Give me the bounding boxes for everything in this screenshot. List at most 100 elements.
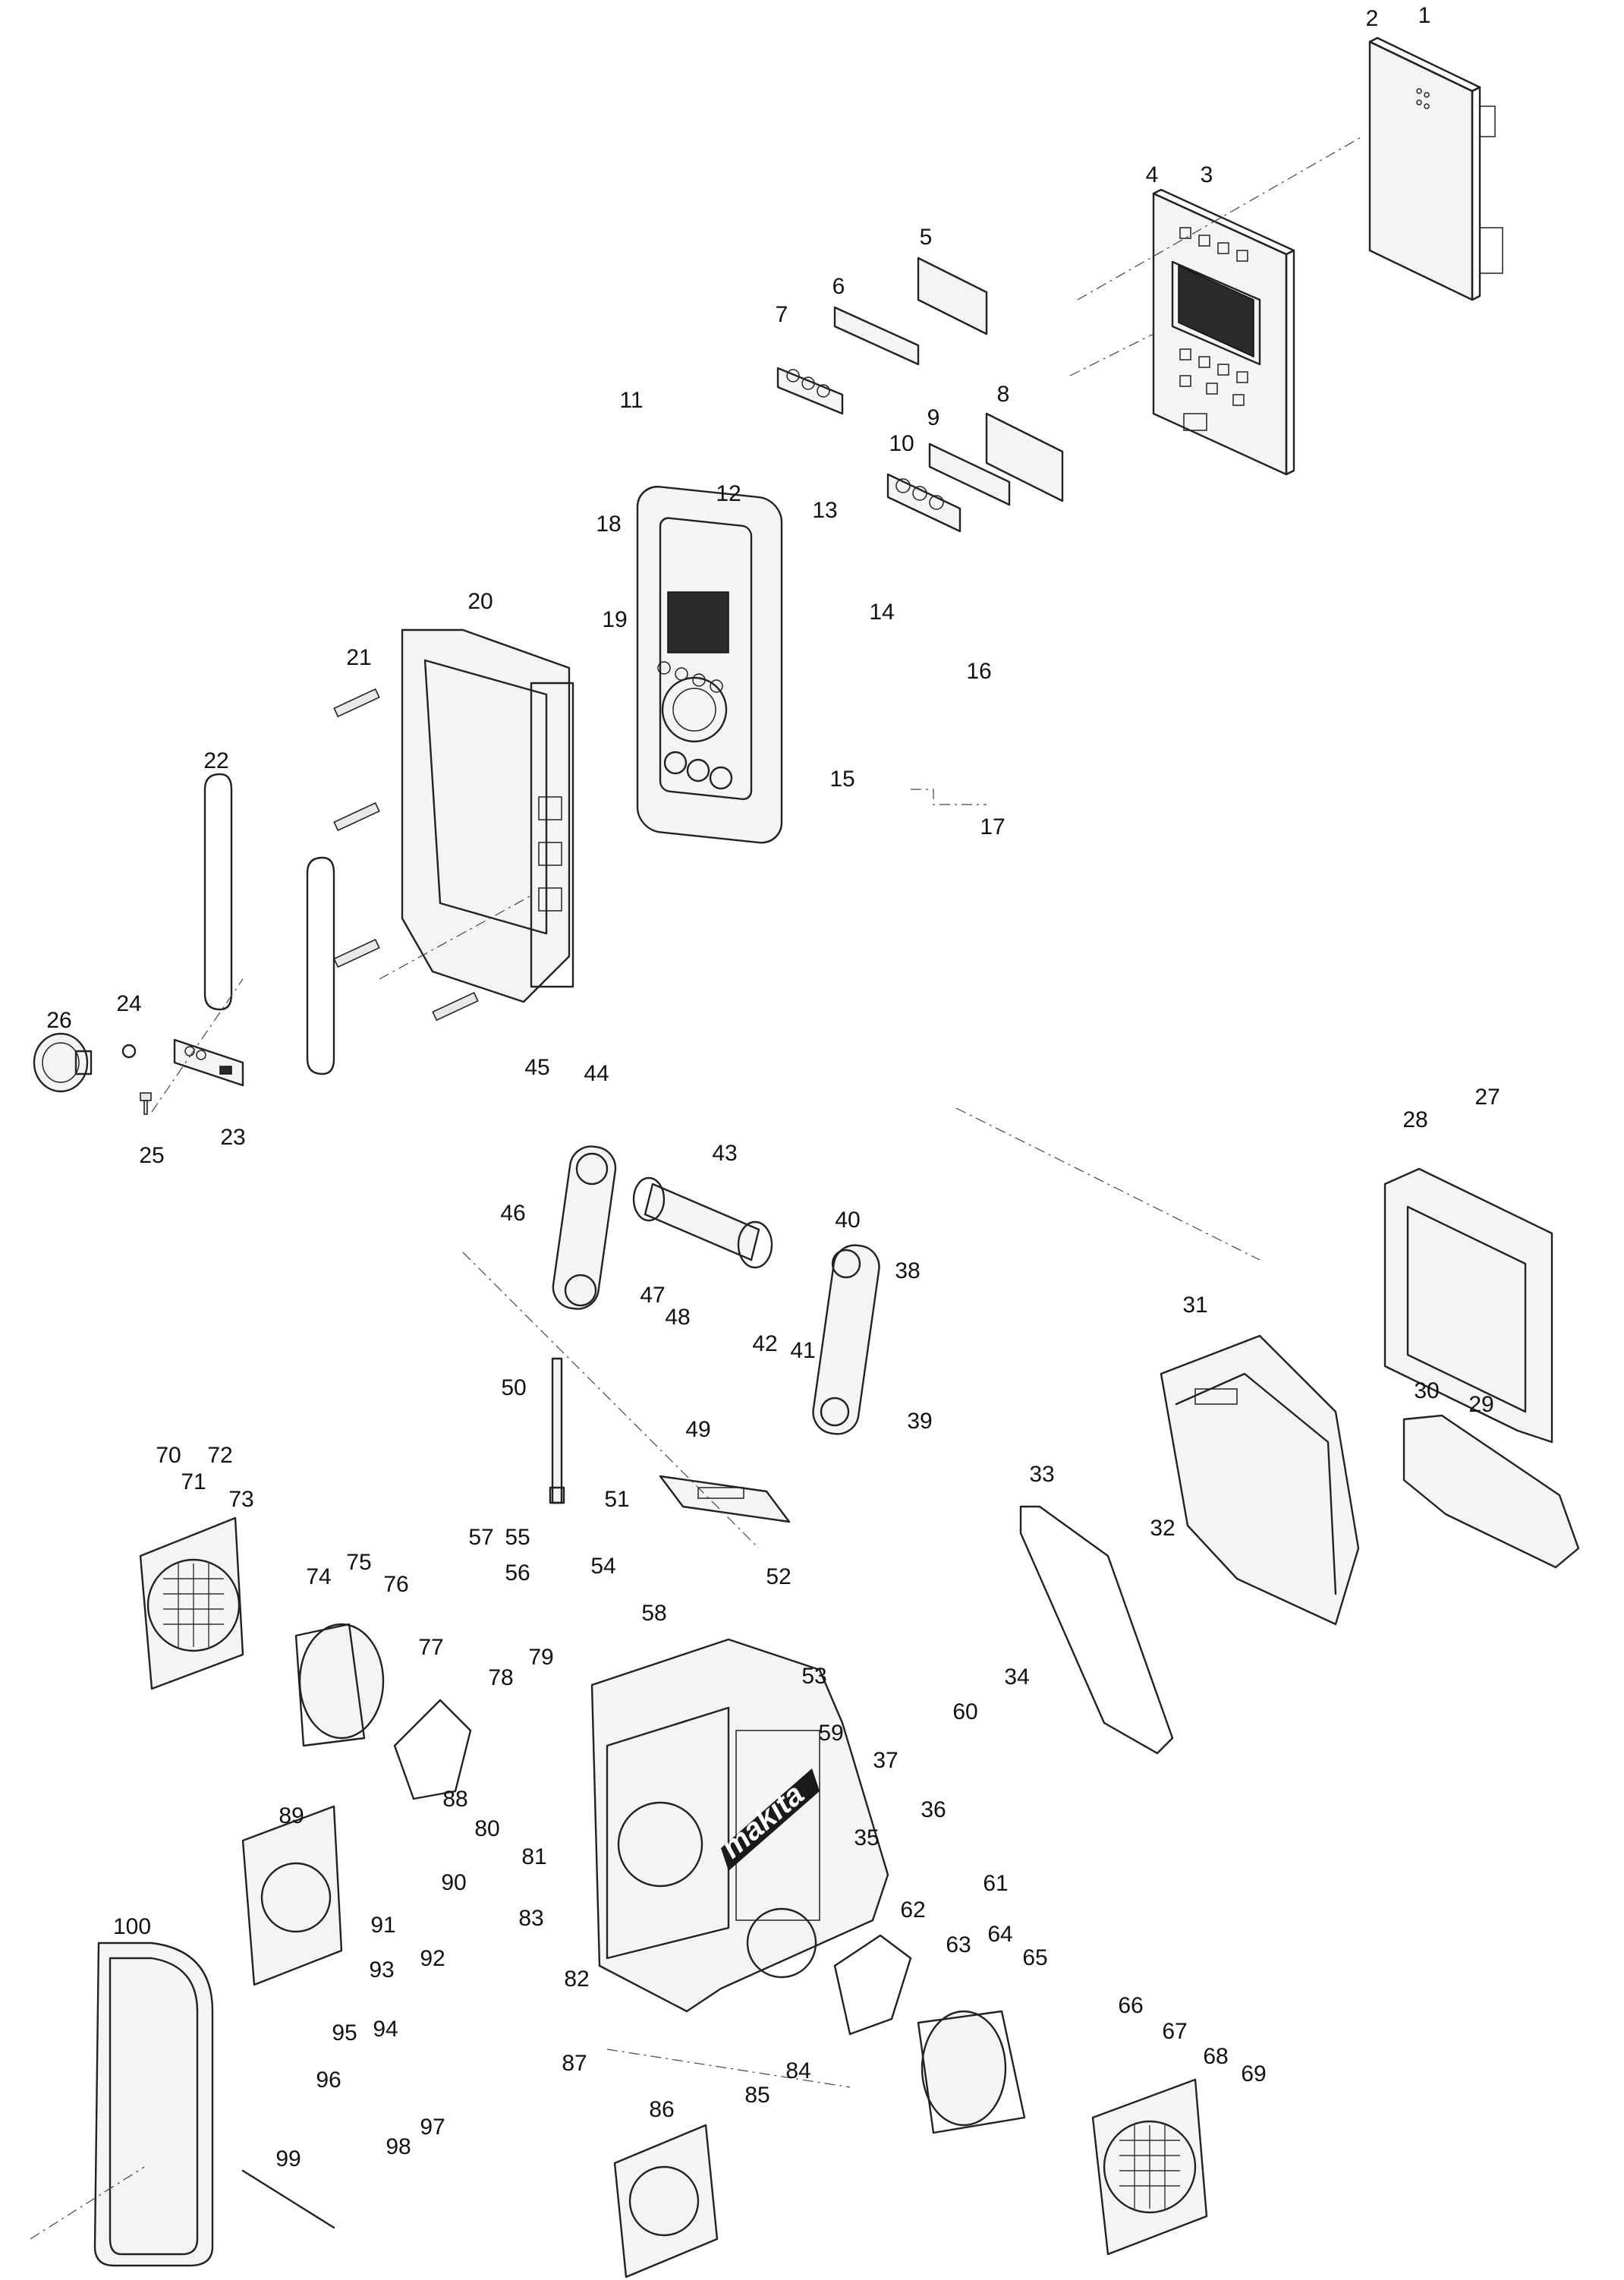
part-label-15: 15 — [829, 767, 854, 792]
tuning-knob — [33, 1032, 93, 1093]
part-label-56: 56 — [505, 1560, 530, 1586]
part-label-27: 27 — [1475, 1085, 1500, 1110]
part-label-89: 89 — [279, 1803, 304, 1828]
battery-side-cover-44 — [552, 1145, 617, 1310]
front-bumper-frame — [401, 628, 574, 1003]
part-label-18: 18 — [596, 512, 621, 537]
part-label-49: 49 — [685, 1417, 710, 1442]
gasket-62 — [833, 1934, 912, 2036]
part-label-100: 100 — [113, 1914, 151, 1939]
part-label-52: 52 — [766, 1564, 791, 1589]
part-label-72: 72 — [207, 1443, 232, 1468]
washer-24 — [121, 1044, 137, 1059]
gasket-77 — [393, 1699, 472, 1800]
screw-25 — [140, 1092, 152, 1115]
part-label-7: 7 — [776, 302, 788, 327]
display-circuit-board — [1152, 188, 1295, 476]
battery-side-cover-40 — [812, 1244, 880, 1435]
part-label-55: 55 — [505, 1525, 530, 1550]
part-label-80: 80 — [474, 1816, 499, 1841]
antenna — [549, 1357, 565, 1504]
part-label-51: 51 — [604, 1487, 629, 1512]
part-label-93: 93 — [369, 1957, 394, 1982]
part-label-58: 58 — [641, 1601, 666, 1626]
lower-bumper-frame — [1402, 1414, 1580, 1569]
part-label-87: 87 — [562, 2051, 587, 2076]
part-label-81: 81 — [521, 1844, 546, 1869]
part-label-9: 9 — [927, 405, 940, 430]
plate-86 — [613, 2124, 719, 2278]
part-label-63: 63 — [946, 1932, 971, 1957]
part-label-68: 68 — [1203, 2044, 1228, 2069]
part-label-65: 65 — [1022, 1945, 1047, 1970]
part-label-21: 21 — [346, 645, 371, 670]
part-label-84: 84 — [785, 2058, 810, 2083]
main-housing: makita — [590, 1638, 889, 2013]
rear-panel — [93, 1941, 214, 2267]
part-label-37: 37 — [873, 1748, 898, 1773]
part-label-94: 94 — [373, 2017, 398, 2042]
part-label-69: 69 — [1241, 2061, 1266, 2086]
part-label-46: 46 — [500, 1201, 525, 1226]
switch-strips — [776, 257, 1064, 533]
part-label-76: 76 — [383, 1572, 408, 1597]
main-circuit-board — [1368, 36, 1503, 301]
part-label-92: 92 — [420, 1946, 445, 1971]
part-label-97: 97 — [420, 2115, 445, 2140]
part-label-11: 11 — [619, 388, 643, 413]
part-label-75: 75 — [346, 1550, 371, 1575]
part-label-57: 57 — [468, 1525, 493, 1550]
part-label-90: 90 — [441, 1870, 466, 1895]
right-speaker-grill — [1091, 2078, 1208, 2256]
part-label-24: 24 — [116, 991, 141, 1016]
part-label-64: 64 — [987, 1922, 1012, 1947]
part-label-79: 79 — [528, 1645, 553, 1670]
part-label-34: 34 — [1004, 1664, 1029, 1690]
part-label-29: 29 — [1468, 1392, 1493, 1417]
part-label-1: 1 — [1418, 3, 1431, 28]
part-label-44: 44 — [584, 1061, 609, 1086]
part-label-16: 16 — [966, 659, 991, 684]
left-speaker-grill — [139, 1516, 244, 1690]
part-label-42: 42 — [752, 1331, 777, 1356]
part-label-71: 71 — [181, 1469, 206, 1494]
carry-handles — [203, 773, 335, 1075]
part-label-36: 36 — [921, 1797, 946, 1822]
part-label-99: 99 — [275, 2146, 301, 2171]
part-label-40: 40 — [835, 1208, 860, 1233]
part-label-70: 70 — [156, 1443, 181, 1468]
part-label-22: 22 — [203, 748, 228, 773]
part-label-53: 53 — [801, 1664, 826, 1689]
part-label-13: 13 — [812, 498, 837, 523]
part-label-74: 74 — [306, 1564, 331, 1589]
part-label-33: 33 — [1029, 1462, 1054, 1487]
part-label-43: 43 — [712, 1141, 737, 1166]
part-label-98: 98 — [386, 2134, 411, 2159]
part-label-30: 30 — [1414, 1378, 1439, 1403]
part-label-48: 48 — [665, 1305, 690, 1330]
part-label-96: 96 — [316, 2067, 341, 2093]
part-label-2: 2 — [1366, 6, 1379, 31]
part-label-91: 91 — [370, 1913, 395, 1938]
part-label-62: 62 — [900, 1897, 925, 1923]
part-label-45: 45 — [524, 1055, 549, 1080]
right-speaker — [917, 2010, 1026, 2134]
part-label-95: 95 — [332, 2020, 357, 2045]
battery-terminal — [659, 1475, 791, 1523]
part-label-35: 35 — [854, 1825, 879, 1850]
rod-99 — [241, 2169, 335, 2229]
part-label-8: 8 — [997, 382, 1010, 407]
part-label-38: 38 — [895, 1258, 920, 1283]
part-label-54: 54 — [590, 1554, 615, 1579]
part-label-83: 83 — [518, 1906, 543, 1931]
part-label-47: 47 — [640, 1283, 665, 1308]
part-label-39: 39 — [907, 1409, 932, 1434]
part-label-73: 73 — [228, 1487, 253, 1512]
part-label-31: 31 — [1182, 1293, 1207, 1318]
part-label-88: 88 — [442, 1787, 467, 1812]
part-label-3: 3 — [1201, 162, 1213, 187]
part-label-14: 14 — [869, 600, 894, 625]
part-label-60: 60 — [952, 1699, 977, 1724]
back-cover — [1160, 1334, 1360, 1626]
